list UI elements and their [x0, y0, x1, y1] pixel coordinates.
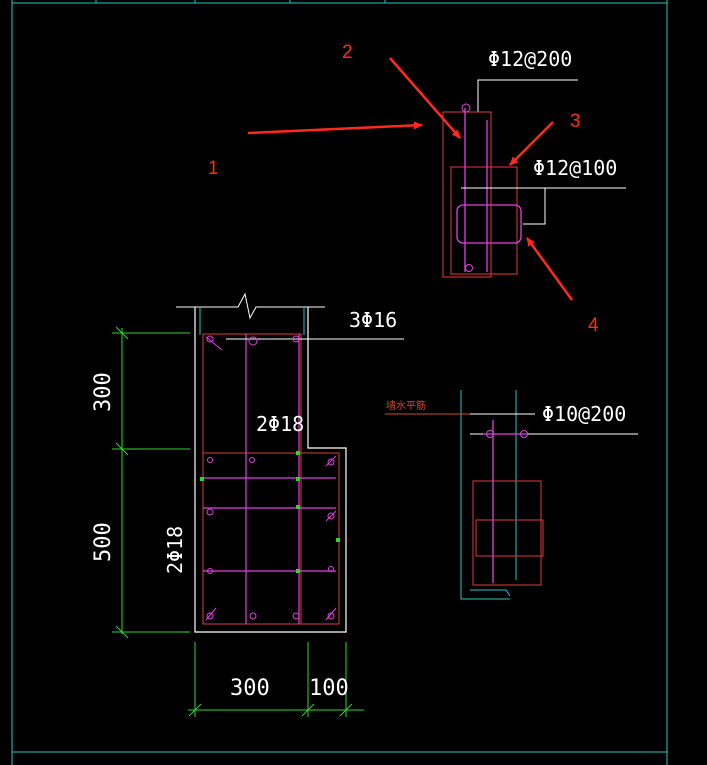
label-side-bars: 2Φ18 [163, 526, 187, 574]
beam-wall-section: 3Φ16 2Φ18 2Φ18 [163, 292, 404, 633]
drawing-frame [11, 0, 668, 765]
dimension-upper-height: 300 [91, 372, 116, 412]
callout-number-4: 4 [588, 315, 599, 336]
dimension-lower-height: 500 [91, 522, 116, 562]
dimension-width: 300 [230, 676, 270, 701]
label-middle-bars: 2Φ18 [256, 412, 304, 436]
callout-number-3: 3 [570, 111, 581, 132]
label-phi10-200: Φ10@200 [542, 402, 626, 426]
dimension-lines [112, 326, 364, 717]
dimension-extension: 100 [309, 676, 349, 701]
wall-detail-bottom: 墙水平筋 Φ10@200 [385, 390, 638, 600]
wall-detail-top: Φ12@200 Φ12@100 [442, 47, 626, 278]
annotation-arrows [247, 57, 574, 301]
label-top-bars: 3Φ16 [349, 308, 397, 332]
label-phi12-100: Φ12@100 [533, 156, 617, 180]
callout-number-1: 1 [208, 158, 219, 179]
callout-number-2: 2 [342, 42, 353, 63]
label-phi12-200: Φ12@200 [488, 47, 572, 71]
label-wall-horizontal-bar: 墙水平筋 [386, 399, 426, 412]
